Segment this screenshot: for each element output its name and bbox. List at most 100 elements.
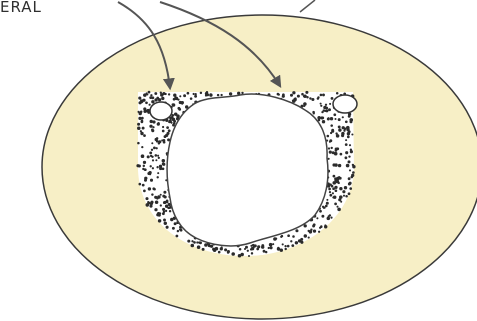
granule-dot [345, 139, 347, 141]
granule-dot [152, 159, 154, 161]
granule-dot [325, 109, 328, 112]
granule-dot [144, 168, 147, 171]
granule-dot [335, 189, 338, 192]
granule-dot [238, 254, 242, 258]
granule-dot [282, 93, 285, 96]
granule-dot [198, 241, 200, 243]
granule-dot [145, 109, 148, 112]
granule-dot [328, 108, 331, 111]
granule-dot [200, 92, 202, 94]
granule-dot [151, 142, 153, 144]
granule-dot [336, 206, 338, 208]
granule-dot [151, 129, 154, 132]
granule-dot [154, 208, 157, 211]
granule-dot [338, 182, 340, 184]
granule-dot [209, 93, 212, 96]
granule-dot [150, 94, 152, 96]
granule-dot [261, 244, 264, 247]
granule-dot [215, 247, 219, 251]
granule-dot [322, 93, 325, 96]
granule-dot [352, 171, 355, 174]
granule-dot [158, 157, 160, 159]
granule-dot [244, 248, 246, 250]
granule-dot [303, 95, 305, 97]
granule-dot [220, 94, 222, 96]
granule-dot [149, 125, 152, 128]
granule-dot [151, 96, 154, 99]
granule-dot [162, 92, 165, 95]
granule-dot [348, 160, 351, 163]
granule-dot [331, 185, 334, 188]
granule-dot [168, 129, 171, 132]
granule-dot [303, 105, 305, 107]
granule-dot [335, 147, 338, 150]
granule-dot [158, 219, 161, 222]
granule-dot [250, 245, 252, 247]
granule-dot [162, 130, 165, 133]
granule-dot [331, 147, 333, 149]
granule-dot [287, 234, 290, 237]
granule-dot [143, 190, 146, 193]
granule-dot [202, 248, 205, 251]
granule-dot [321, 215, 324, 218]
granule-dot [334, 152, 338, 156]
granule-dot [191, 240, 193, 242]
granule-dot [157, 155, 159, 157]
granule-dot [320, 226, 322, 228]
granule-dot [329, 103, 331, 105]
granule-dot [342, 190, 345, 193]
granule-dot [142, 184, 145, 187]
granule-dot [143, 134, 146, 137]
granule-dot [325, 104, 327, 106]
granule-dot [160, 194, 162, 196]
granule-dot [164, 135, 167, 138]
granule-dot [140, 100, 142, 102]
granule-dot [153, 147, 156, 150]
granule-dot [292, 99, 296, 103]
granule-dot [148, 187, 151, 190]
granule-dot [317, 96, 319, 98]
granule-dot [341, 134, 344, 137]
granule-dot [332, 196, 334, 198]
granule-dot [346, 126, 350, 130]
granule-dot [292, 91, 295, 94]
granule-dot [229, 92, 232, 95]
granule-dot [349, 169, 351, 171]
granule-dot [327, 118, 330, 121]
granule-dot [313, 112, 315, 114]
granule-dot [251, 247, 255, 251]
granule-dot [332, 181, 335, 184]
granule-dot [141, 117, 144, 120]
granule-dot [181, 103, 183, 105]
granule-dot [150, 179, 153, 182]
granule-dot [157, 172, 159, 174]
granule-dot [162, 126, 164, 128]
granule-dot [159, 167, 162, 170]
granule-dot [305, 91, 308, 94]
granule-dot [330, 217, 332, 219]
granule-dot [166, 226, 169, 229]
granule-dot [149, 104, 151, 106]
granule-dot [280, 236, 282, 238]
granule-dot [167, 207, 169, 209]
granule-dot [247, 250, 249, 252]
granule-dot [329, 139, 332, 142]
granule-dot [150, 120, 153, 123]
granule-dot [166, 126, 169, 129]
granule-dot [154, 98, 157, 101]
granule-dot [345, 151, 348, 154]
granule-dot [290, 94, 293, 97]
granule-dot [165, 210, 167, 212]
granule-dot [268, 247, 270, 249]
granule-dot [190, 97, 193, 100]
granule-dot [291, 244, 294, 247]
granule-dot [147, 202, 150, 205]
granule-dot [138, 164, 141, 167]
granule-dot [284, 245, 286, 247]
granule-dot [351, 133, 353, 135]
granule-dot [251, 252, 253, 254]
granule-dot [172, 103, 176, 107]
granule-dot [187, 240, 190, 243]
granule-dot [156, 137, 159, 140]
